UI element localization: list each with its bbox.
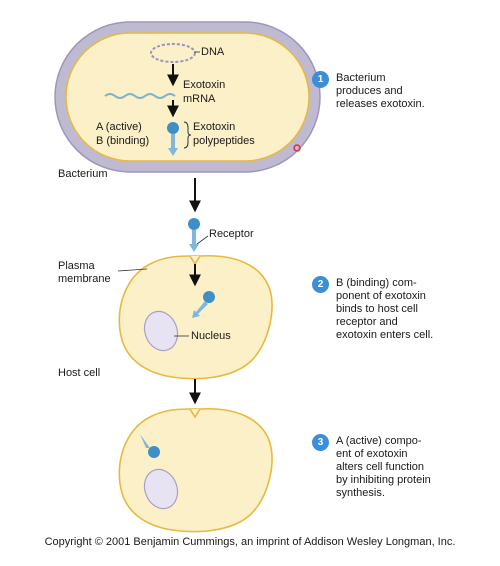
red-dot-marker bbox=[293, 144, 301, 152]
internal-toxin-a bbox=[203, 291, 215, 303]
step-2-line-4: receptor and bbox=[336, 316, 398, 328]
copyright-notice: Copyright © 2001 Benjamin Cummings, an i… bbox=[44, 536, 456, 548]
dna-label: DNA bbox=[201, 46, 225, 58]
step-2-text: B (binding) com- ponent of exotoxin bind… bbox=[336, 277, 486, 342]
step-3-line-4: by inhibiting protein bbox=[336, 474, 431, 486]
plasma-membrane-label-line2: membrane bbox=[58, 273, 111, 285]
step-3-line-2: ent of exotoxin bbox=[336, 448, 408, 460]
dna-loop bbox=[150, 43, 196, 63]
step-1-line-2: produces and bbox=[336, 85, 403, 97]
step-2-line-1: B (binding) com- bbox=[336, 277, 417, 289]
exotoxin-mrna-label-line1: Exotoxin bbox=[183, 79, 226, 91]
nucleus-label: Nucleus bbox=[191, 330, 231, 342]
step-3-line-1: A (active) compo- bbox=[336, 435, 422, 447]
bacterium-inner bbox=[65, 32, 310, 162]
mrna-strand bbox=[104, 93, 176, 99]
step-3-line-3: alters cell function bbox=[336, 461, 425, 473]
step-1-text: Bacterium produces and releases exotoxin… bbox=[336, 72, 486, 111]
bacterium-label: Bacterium bbox=[58, 168, 108, 180]
polypeptides-label-line1: Exotoxin bbox=[193, 121, 236, 133]
receptor-label: Receptor bbox=[209, 228, 254, 240]
detached-toxin-b bbox=[140, 434, 150, 448]
bound-toxin-a bbox=[188, 218, 200, 230]
step-2-line-2: ponent of exotoxin bbox=[336, 290, 426, 302]
step-1-badge: 1 bbox=[312, 71, 329, 88]
receptor-leader bbox=[196, 235, 209, 245]
step-3-badge: 3 bbox=[312, 434, 329, 451]
step-1-line-3: releases exotoxin. bbox=[336, 98, 425, 110]
step-1-line-1: Bacterium bbox=[336, 72, 386, 84]
nucleus-2 bbox=[143, 468, 179, 510]
step-2-line-3: binds to host cell bbox=[336, 303, 418, 315]
host-cell-2-notch bbox=[189, 408, 201, 419]
internal-toxin-b bbox=[192, 301, 208, 318]
host-cell-2 bbox=[118, 407, 273, 533]
plasma-membrane-label-line1: Plasma bbox=[58, 260, 95, 272]
polypeptides-bracket bbox=[183, 121, 192, 149]
a-active-label: A (active) bbox=[96, 121, 142, 133]
host-cell-label: Host cell bbox=[58, 367, 101, 379]
step-3-text: A (active) compo- ent of exotoxin alters… bbox=[336, 435, 486, 500]
toxin-b-subunit bbox=[168, 134, 178, 156]
toxin-a-subunit bbox=[167, 122, 179, 134]
nucleus-1 bbox=[143, 310, 179, 352]
exotoxin-mrna-label-line2: mRNA bbox=[183, 93, 216, 105]
step-3-line-5: synthesis. bbox=[336, 487, 385, 499]
b-binding-label: B (binding) bbox=[96, 135, 150, 147]
step-2-line-5: exotoxin enters cell. bbox=[336, 329, 434, 341]
bound-toxin-b bbox=[189, 230, 199, 252]
polypeptides-label-line2: polypeptides bbox=[193, 135, 255, 147]
active-toxin-a bbox=[148, 446, 160, 458]
step-2-badge: 2 bbox=[312, 276, 329, 293]
membrane-leader bbox=[117, 268, 148, 272]
